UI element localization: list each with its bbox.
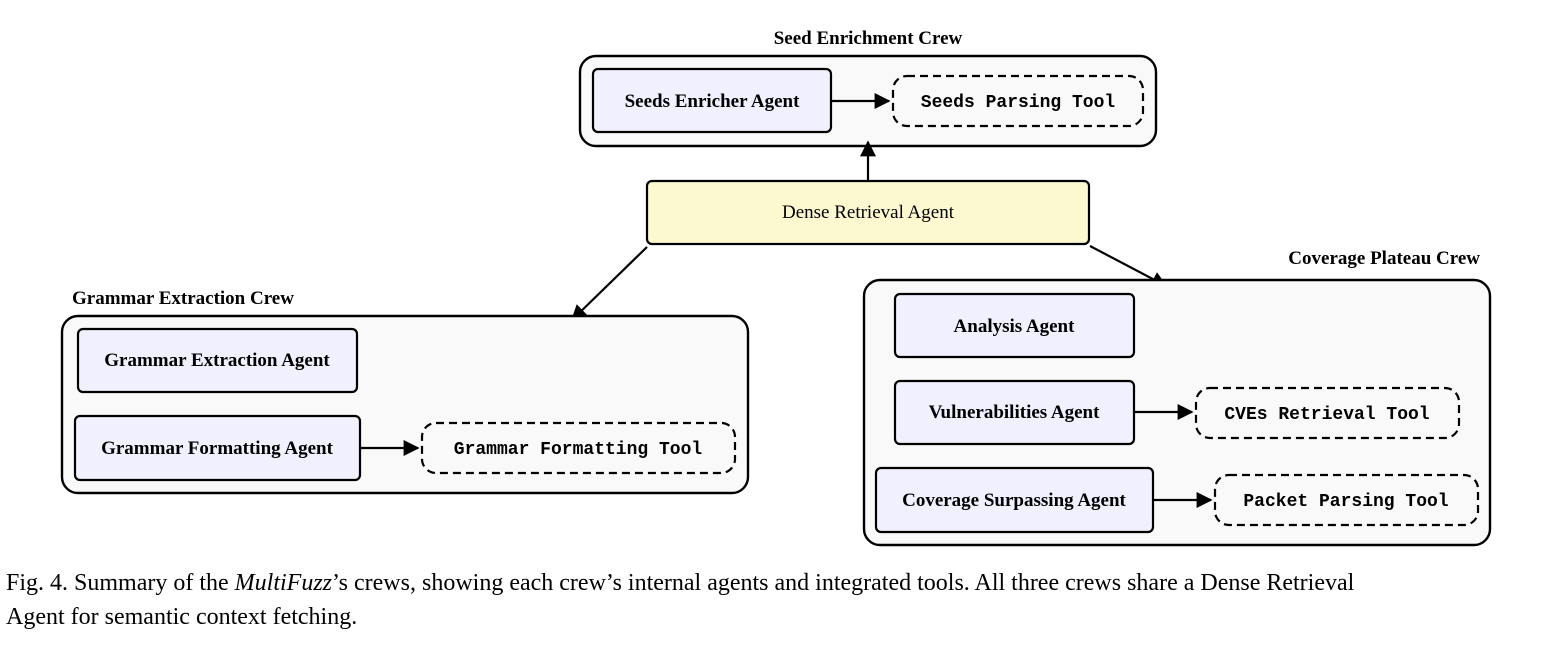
seeds-enricher-agent-box	[591, 67, 833, 134]
coverage-surpassing-agent-box	[874, 466, 1155, 534]
caption-suffix: ’s crews, showing each crew’s internal a…	[332, 570, 1355, 596]
arrow-dense-to-grammar-crew	[570, 246, 648, 322]
dense-retrieval-agent: Dense Retrieval Agent	[645, 179, 1091, 246]
packet-parsing-tool-label: Packet Parsing Tool	[1243, 492, 1448, 512]
crew-diagram: Seed Enrichment Crew Seeds Enricher Agen…	[60, 28, 1492, 547]
vulnerabilities-agent-label: Vulnerabilities Agent	[929, 402, 1101, 423]
caption-prefix: Fig. 4. Summary of the	[6, 570, 235, 596]
seed-enrichment-crew: Seed Enrichment Crew Seeds Enricher Agen…	[578, 28, 1158, 148]
grammar-formatting-agent-label: Grammar Formatting Agent	[101, 438, 333, 459]
seed-crew-title: Seed Enrichment Crew	[774, 28, 963, 49]
grammar-formatting-tool-box	[420, 421, 737, 475]
vulnerabilities-agent-box	[893, 379, 1136, 446]
grammar-formatting-tool-label: Grammar Formatting Tool	[454, 440, 703, 460]
caption-line-2: Agent for semantic context fetching.	[6, 604, 358, 630]
grammar-extraction-crew: Grammar Extraction Crew Grammar Extracti…	[60, 288, 750, 495]
analysis-agent-label: Analysis Agent	[954, 316, 1076, 337]
seeds-parsing-tool-label: Seeds Parsing Tool	[921, 93, 1116, 113]
caption-line-1: Fig. 4. Summary of the MultiFuzz’s crews…	[6, 566, 1542, 600]
grammar-extraction-agent-box	[76, 327, 359, 394]
analysis-agent-box	[893, 292, 1136, 359]
seeds-parsing-tool-box	[891, 74, 1145, 128]
seeds-enricher-agent-label: Seeds Enricher Agent	[625, 91, 801, 112]
grammar-extraction-agent-label: Grammar Extraction Agent	[104, 350, 330, 371]
dense-retrieval-agent-label: Dense Retrieval Agent	[782, 202, 955, 223]
figure-caption: Fig. 4. Summary of the MultiFuzz’s crews…	[6, 566, 1542, 634]
packet-parsing-tool-box	[1213, 473, 1480, 527]
cves-retrieval-tool-label: CVEs Retrieval Tool	[1224, 405, 1429, 425]
cves-retrieval-tool-box	[1194, 386, 1461, 440]
coverage-crew-title: Coverage Plateau Crew	[1288, 248, 1480, 269]
coverage-plateau-crew: Coverage Plateau Crew Analysis Agent Vul…	[862, 248, 1492, 547]
coverage-surpassing-agent-label: Coverage Surpassing Agent	[902, 490, 1126, 511]
grammar-formatting-agent-box	[73, 414, 362, 482]
grammar-crew-title: Grammar Extraction Crew	[72, 288, 294, 309]
caption-emphasis: MultiFuzz	[234, 570, 332, 596]
